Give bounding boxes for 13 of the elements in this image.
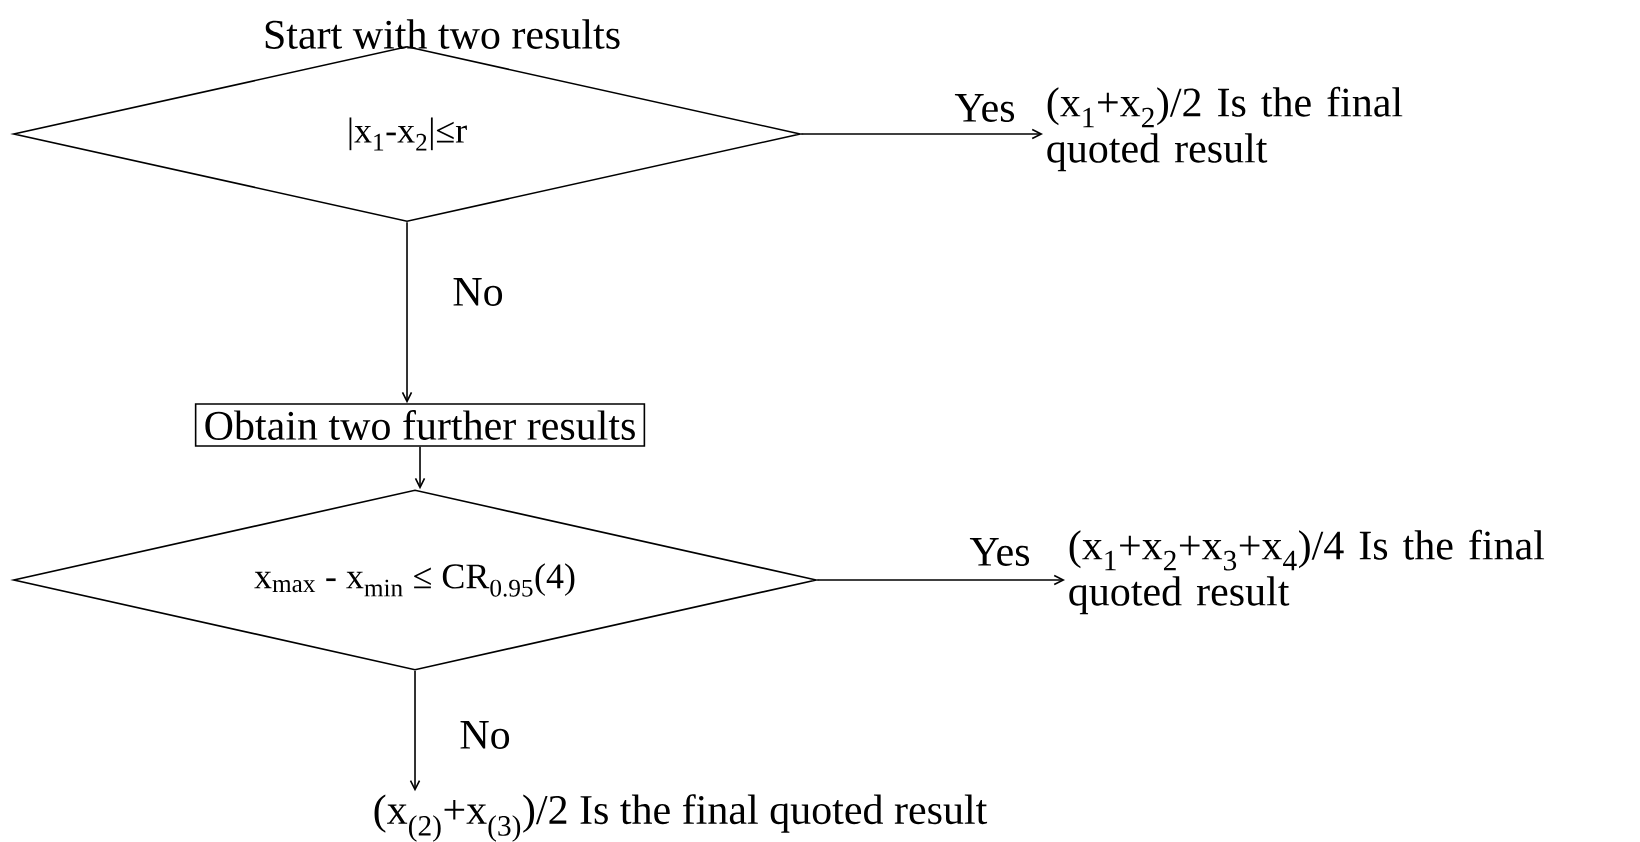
arrow xyxy=(414,446,426,490)
arrow xyxy=(401,221,413,404)
arrow xyxy=(800,128,1043,140)
result-text: (x$_{1}$+x$_{2}$)/2 Is the final quoted result xyxy=(1047,86,1403,172)
edge-label: Yes xyxy=(954,94,1015,122)
edge-label: No xyxy=(453,278,503,306)
arrow xyxy=(409,670,421,792)
arrow xyxy=(816,574,1065,586)
edge-label: No xyxy=(460,721,510,749)
result-text: (x$_{1}$+x$_{2}$+x$_{3}$+x$_{4}$)/4 Is the final quoted result xyxy=(1069,529,1545,615)
process-box: Obtain two further results xyxy=(194,403,646,447)
edge-label: Yes xyxy=(969,538,1030,566)
result-text: (x$_{(2)}$+x$_{(3)}$)/2 Is the final quoted result xyxy=(374,794,988,842)
